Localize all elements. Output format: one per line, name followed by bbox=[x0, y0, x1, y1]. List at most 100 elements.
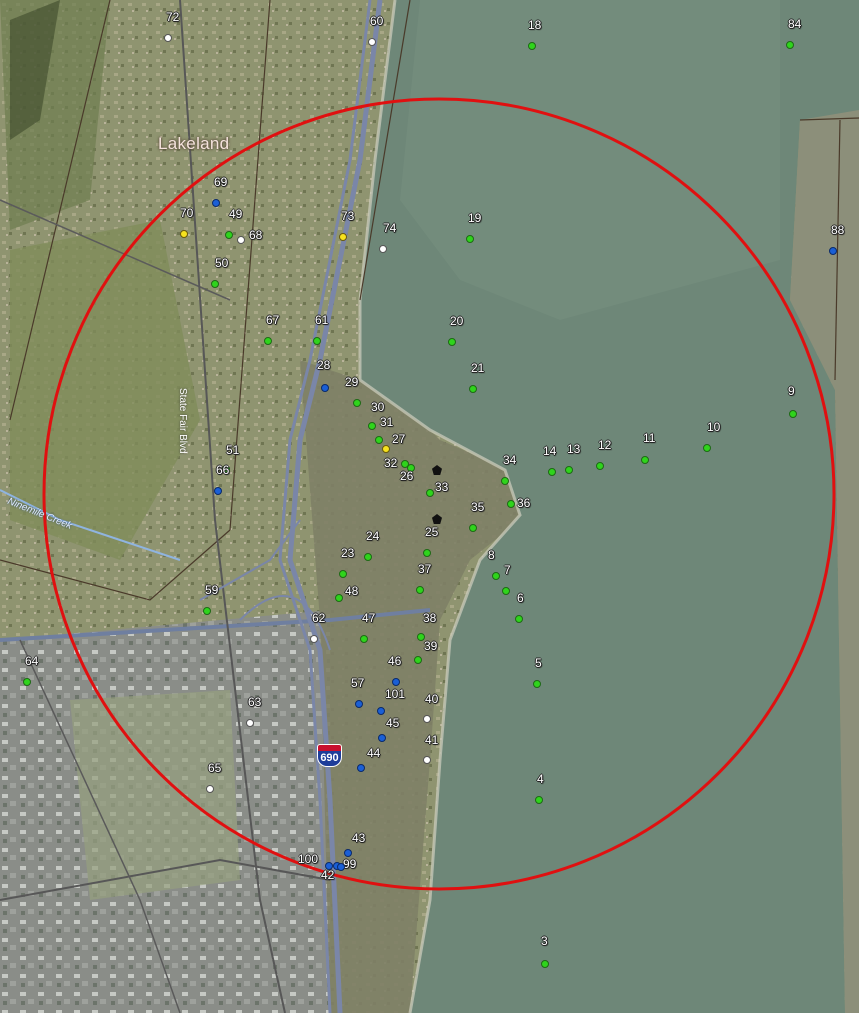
map-point-label-21: 21 bbox=[471, 361, 485, 375]
map-point-label-51: 51 bbox=[226, 443, 240, 457]
map-point-label-69: 69 bbox=[214, 175, 228, 189]
map-point-label-13: 13 bbox=[567, 442, 581, 456]
map-point-73[interactable] bbox=[339, 233, 347, 241]
map-point-69[interactable] bbox=[212, 199, 220, 207]
map-point-64[interactable] bbox=[23, 678, 31, 686]
map-point-88[interactable] bbox=[829, 247, 837, 255]
map-point-30[interactable] bbox=[368, 422, 376, 430]
map-point-label-66: 66 bbox=[216, 463, 230, 477]
map-point-label-59: 59 bbox=[205, 583, 219, 597]
map-point-label-31: 31 bbox=[380, 415, 394, 429]
map-point-38[interactable] bbox=[417, 633, 425, 641]
map-point-7[interactable] bbox=[502, 587, 510, 595]
map-point-35[interactable] bbox=[469, 524, 477, 532]
map-point-12[interactable] bbox=[596, 462, 604, 470]
place-label-lakeland: Lakeland bbox=[158, 134, 230, 153]
map-point-label-84: 84 bbox=[788, 17, 802, 31]
map-point-label-37: 37 bbox=[418, 562, 432, 576]
map-point-label-45: 45 bbox=[386, 716, 400, 730]
map-point-47[interactable] bbox=[360, 635, 368, 643]
map-point-label-33: 33 bbox=[435, 480, 449, 494]
map-point-13[interactable] bbox=[565, 466, 573, 474]
map-point-19[interactable] bbox=[466, 235, 474, 243]
map-point-40[interactable] bbox=[423, 715, 431, 723]
map-point-50[interactable] bbox=[211, 280, 219, 288]
map-point-27[interactable] bbox=[382, 445, 390, 453]
map-point-72[interactable] bbox=[164, 34, 172, 42]
map-point-63[interactable] bbox=[246, 719, 254, 727]
map-point-label-60: 60 bbox=[370, 14, 384, 28]
map-point-31[interactable] bbox=[375, 436, 383, 444]
map-point-9[interactable] bbox=[789, 410, 797, 418]
map-point-51[interactable] bbox=[222, 465, 230, 473]
map-point-label-99: 99 bbox=[343, 857, 357, 871]
map-point-label-11: 11 bbox=[643, 431, 656, 445]
map-point-28[interactable] bbox=[321, 384, 329, 392]
map-point-label-4: 4 bbox=[537, 772, 544, 786]
map-point-23[interactable] bbox=[339, 570, 347, 578]
road-label-state-fair-blvd: State Fair Blvd bbox=[177, 388, 188, 454]
map-point-21[interactable] bbox=[469, 385, 477, 393]
map-point-6[interactable] bbox=[515, 615, 523, 623]
map-point-65[interactable] bbox=[206, 785, 214, 793]
map-point-label-34: 34 bbox=[503, 453, 517, 467]
map-point-label-23: 23 bbox=[341, 546, 355, 560]
map-point-29[interactable] bbox=[353, 399, 361, 407]
map-point-60[interactable] bbox=[368, 38, 376, 46]
map-point-label-70: 70 bbox=[180, 206, 194, 220]
map-point-label-43: 43 bbox=[352, 831, 366, 845]
map-point-label-32: 32 bbox=[384, 456, 398, 470]
map-point-39[interactable] bbox=[414, 656, 422, 664]
map-point-10[interactable] bbox=[703, 444, 711, 452]
map-point-36[interactable] bbox=[507, 500, 515, 508]
map-point-44[interactable] bbox=[357, 764, 365, 772]
map-point-label-61: 61 bbox=[315, 313, 329, 327]
map-point-8[interactable] bbox=[492, 572, 500, 580]
map-point-61[interactable] bbox=[313, 337, 321, 345]
map-point-label-38: 38 bbox=[423, 611, 437, 625]
map-point-label-62: 62 bbox=[312, 611, 326, 625]
map-point-48[interactable] bbox=[335, 594, 343, 602]
map-point-41[interactable] bbox=[423, 756, 431, 764]
map-point-label-88: 88 bbox=[831, 223, 845, 237]
map-point-67[interactable] bbox=[264, 337, 272, 345]
map-point-5[interactable] bbox=[533, 680, 541, 688]
map-point-74[interactable] bbox=[379, 245, 387, 253]
map-point-45[interactable] bbox=[378, 734, 386, 742]
map-point-24[interactable] bbox=[364, 553, 372, 561]
map-point-11[interactable] bbox=[641, 456, 649, 464]
map-point-46[interactable] bbox=[392, 678, 400, 686]
map-point-70[interactable] bbox=[180, 230, 188, 238]
map-point-25[interactable] bbox=[423, 549, 431, 557]
map-point-label-68: 68 bbox=[249, 228, 263, 242]
map-point-59[interactable] bbox=[203, 607, 211, 615]
map-point-43[interactable] bbox=[344, 849, 352, 857]
map-point-66[interactable] bbox=[214, 487, 222, 495]
map-point-68[interactable] bbox=[237, 236, 245, 244]
map-point-34[interactable] bbox=[501, 477, 509, 485]
map-point-label-42: 42 bbox=[321, 868, 335, 882]
black-pentagon-marker[interactable] bbox=[432, 514, 442, 524]
map-point-33[interactable] bbox=[426, 489, 434, 497]
map-point-18[interactable] bbox=[528, 42, 536, 50]
black-pentagon-marker[interactable] bbox=[432, 465, 442, 475]
map-point-20[interactable] bbox=[448, 338, 456, 346]
map-point-100[interactable] bbox=[325, 862, 333, 870]
map-point-label-18: 18 bbox=[528, 18, 542, 32]
map-point-57[interactable] bbox=[355, 700, 363, 708]
map-point-label-6: 6 bbox=[517, 591, 524, 605]
map-point-14[interactable] bbox=[548, 468, 556, 476]
map-point-label-8: 8 bbox=[488, 548, 495, 562]
map-point-3[interactable] bbox=[541, 960, 549, 968]
map-point-101[interactable] bbox=[377, 707, 385, 715]
map-point-37[interactable] bbox=[416, 586, 424, 594]
map-point-4[interactable] bbox=[535, 796, 543, 804]
map-point-label-74: 74 bbox=[383, 221, 397, 235]
map-point-84[interactable] bbox=[786, 41, 794, 49]
map-point-label-30: 30 bbox=[371, 400, 385, 414]
map-point-49[interactable] bbox=[225, 231, 233, 239]
map-point-62[interactable] bbox=[310, 635, 318, 643]
map-point-26[interactable] bbox=[407, 464, 415, 472]
map-point-42[interactable] bbox=[337, 863, 345, 871]
